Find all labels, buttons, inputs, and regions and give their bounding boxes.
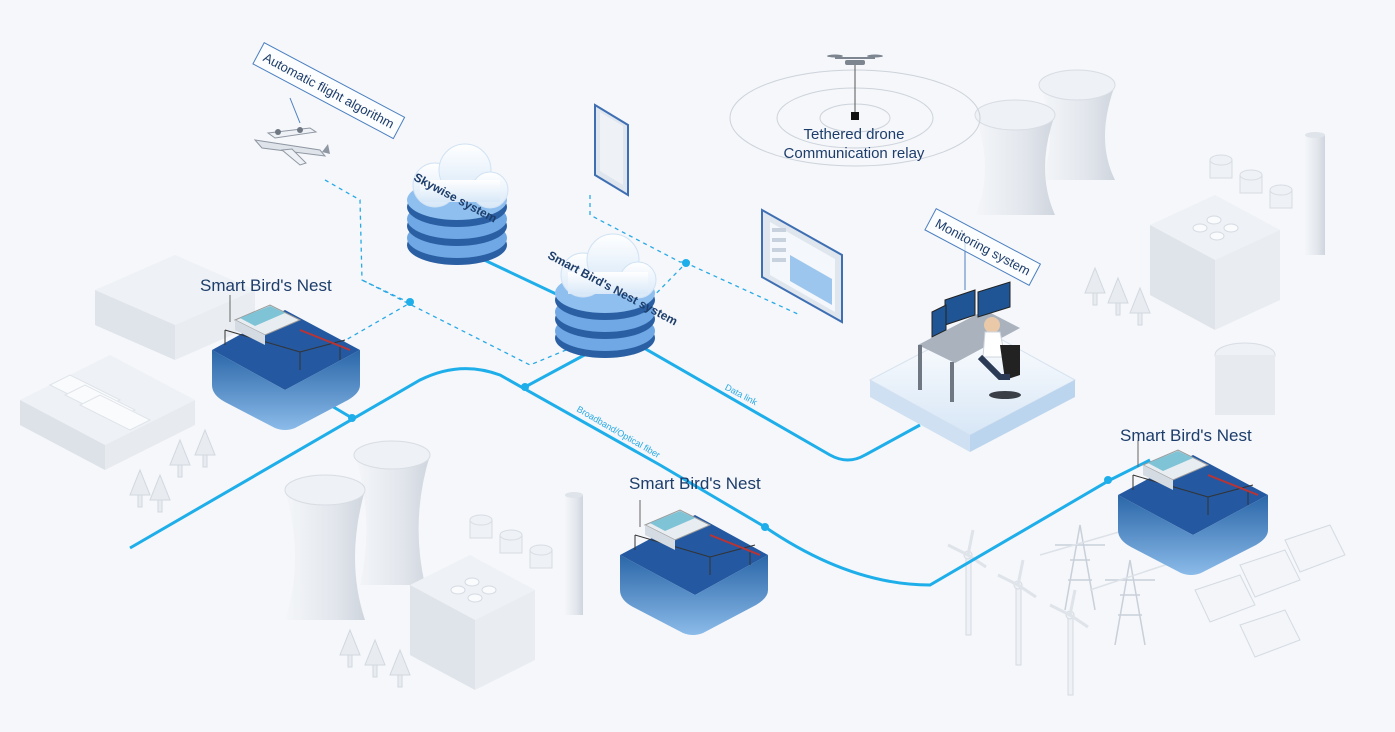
factory-bottom [410, 555, 535, 690]
relay-station-icon [851, 112, 859, 120]
power-pylons [1039, 519, 1181, 646]
factory-right [1150, 195, 1280, 415]
cooling-towers-left [284, 440, 583, 620]
nest-label-center: Smart Bird's Nest [629, 474, 761, 493]
skywise-cloud [407, 143, 509, 265]
link-nodes [348, 259, 1112, 531]
solar-panels [1194, 524, 1346, 658]
communication-relay-label: Communication relay [783, 145, 925, 162]
nest-station-right [1118, 440, 1268, 575]
tethered-drone-label: Tethered drone [803, 126, 905, 143]
tanks-center [469, 514, 553, 569]
trees-right [1084, 266, 1151, 326]
nest-system-cloud [555, 233, 657, 358]
tablet-icon [594, 103, 629, 197]
tethered-drone-icon [827, 54, 883, 65]
trees-left [129, 428, 411, 688]
nest-label-right: Smart Bird's Nest [1120, 426, 1252, 445]
flight-algo-pole [289, 97, 301, 124]
cooling-towers-right [974, 69, 1325, 255]
nest-station-left [212, 295, 360, 430]
wind-turbines [947, 529, 1089, 696]
factory-left [20, 255, 255, 470]
nest-station-center [620, 500, 768, 635]
dashboard-screen-icon [761, 208, 843, 324]
nest-label-left: Smart Bird's Nest [200, 276, 332, 295]
fixed-wing-drone-icon [253, 127, 330, 166]
relay-label: Tethered drone Communication relay [770, 125, 938, 163]
tanks-right [1209, 154, 1293, 209]
monitoring-station [868, 281, 1077, 452]
